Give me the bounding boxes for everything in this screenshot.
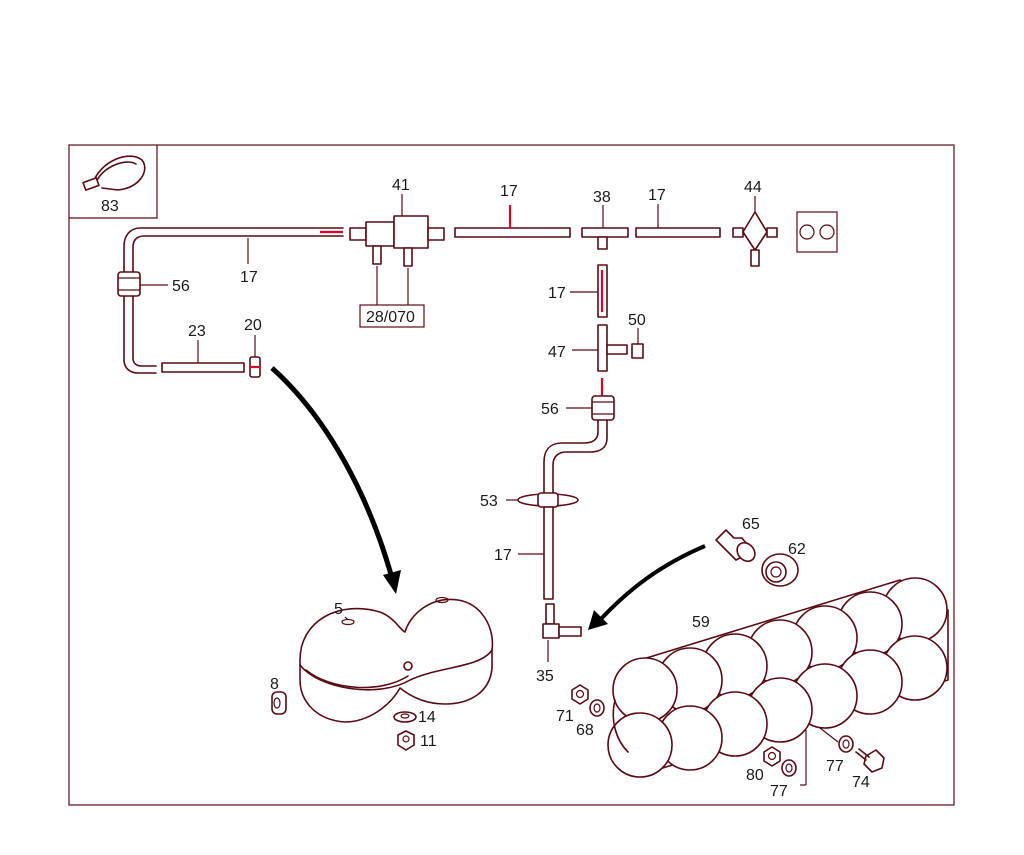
part-53-grommet[interactable]: [517, 492, 579, 508]
label-17-lower: 17: [494, 547, 512, 564]
label-50: 50: [628, 312, 646, 329]
label-62: 62: [788, 541, 806, 558]
arrow-to-reservoir: [270, 366, 401, 594]
label-53: 53: [480, 493, 498, 510]
label-77-upper: 77: [826, 758, 844, 775]
part-56-connector-right[interactable]: [591, 378, 615, 421]
label-28-070: 28/070: [366, 309, 415, 326]
part-41-valve[interactable]: [349, 215, 445, 267]
label-59: 59: [692, 614, 710, 631]
label-20: 20: [244, 317, 262, 334]
part-50-cap[interactable]: [631, 343, 644, 359]
part-71-nut[interactable]: [571, 684, 589, 705]
part-80-nut[interactable]: [763, 746, 781, 767]
label-47: 47: [548, 344, 566, 361]
diagram-frame: [68, 144, 955, 806]
ref-box-28-070: [359, 304, 425, 328]
label-74: 74: [852, 774, 870, 791]
label-71: 71: [556, 708, 574, 725]
label-44: 44: [744, 179, 762, 196]
part-74-bolt[interactable]: [855, 748, 885, 773]
part-11-nut[interactable]: [397, 730, 415, 751]
part-47-tee[interactable]: [597, 324, 628, 372]
part-8-grommet[interactable]: [271, 691, 287, 715]
label-38: 38: [593, 189, 611, 206]
continuation-box: [796, 211, 838, 253]
hose-route-down[interactable]: [543, 419, 608, 493]
label-8: 8: [270, 676, 279, 693]
part-77-washer-upper[interactable]: [838, 735, 854, 753]
label-5: 5: [334, 601, 343, 618]
hose-17-left[interactable]: [123, 227, 344, 374]
label-56-left: 56: [172, 278, 190, 295]
label-80: 80: [746, 767, 764, 784]
label-14: 14: [418, 709, 436, 726]
label-56-right: 56: [541, 401, 559, 418]
part-77-washer-lower[interactable]: [781, 759, 797, 777]
hose-17-top[interactable]: [454, 205, 571, 238]
part-14-washer[interactable]: [393, 711, 417, 723]
part-83-cable-tie[interactable]: [82, 155, 146, 191]
part-59-reservoir[interactable]: [607, 577, 949, 778]
label-11: 11: [420, 733, 437, 750]
part-5-reservoir[interactable]: [299, 596, 494, 723]
label-35: 35: [536, 668, 554, 685]
label-68: 68: [576, 722, 594, 739]
part-38-tee[interactable]: [581, 227, 629, 250]
label-23: 23: [188, 323, 206, 340]
label-17-top-right: 17: [648, 187, 666, 204]
hose-17-vertical[interactable]: [597, 264, 608, 318]
part-44-filter[interactable]: [732, 211, 778, 267]
label-65: 65: [742, 516, 760, 533]
label-17-top: 17: [500, 183, 518, 200]
label-77-lower: 77: [770, 783, 788, 800]
hose-23[interactable]: [161, 362, 245, 373]
hose-17-lower[interactable]: [543, 506, 554, 600]
arrow-to-elbow: [588, 544, 706, 630]
part-65-valve-fitting[interactable]: [715, 529, 759, 565]
part-68-washer[interactable]: [589, 699, 605, 717]
part-20-plug[interactable]: [249, 356, 261, 378]
inset-box: [69, 145, 158, 219]
label-83: 83: [101, 198, 119, 215]
part-35-elbow[interactable]: [542, 603, 582, 639]
label-17-left: 17: [240, 269, 258, 286]
part-62-seal[interactable]: [761, 553, 799, 587]
label-41: 41: [392, 177, 410, 194]
label-17-vertical: 17: [548, 285, 566, 302]
part-56-connector-left[interactable]: [117, 271, 141, 297]
hose-17-top-right[interactable]: [635, 227, 721, 238]
